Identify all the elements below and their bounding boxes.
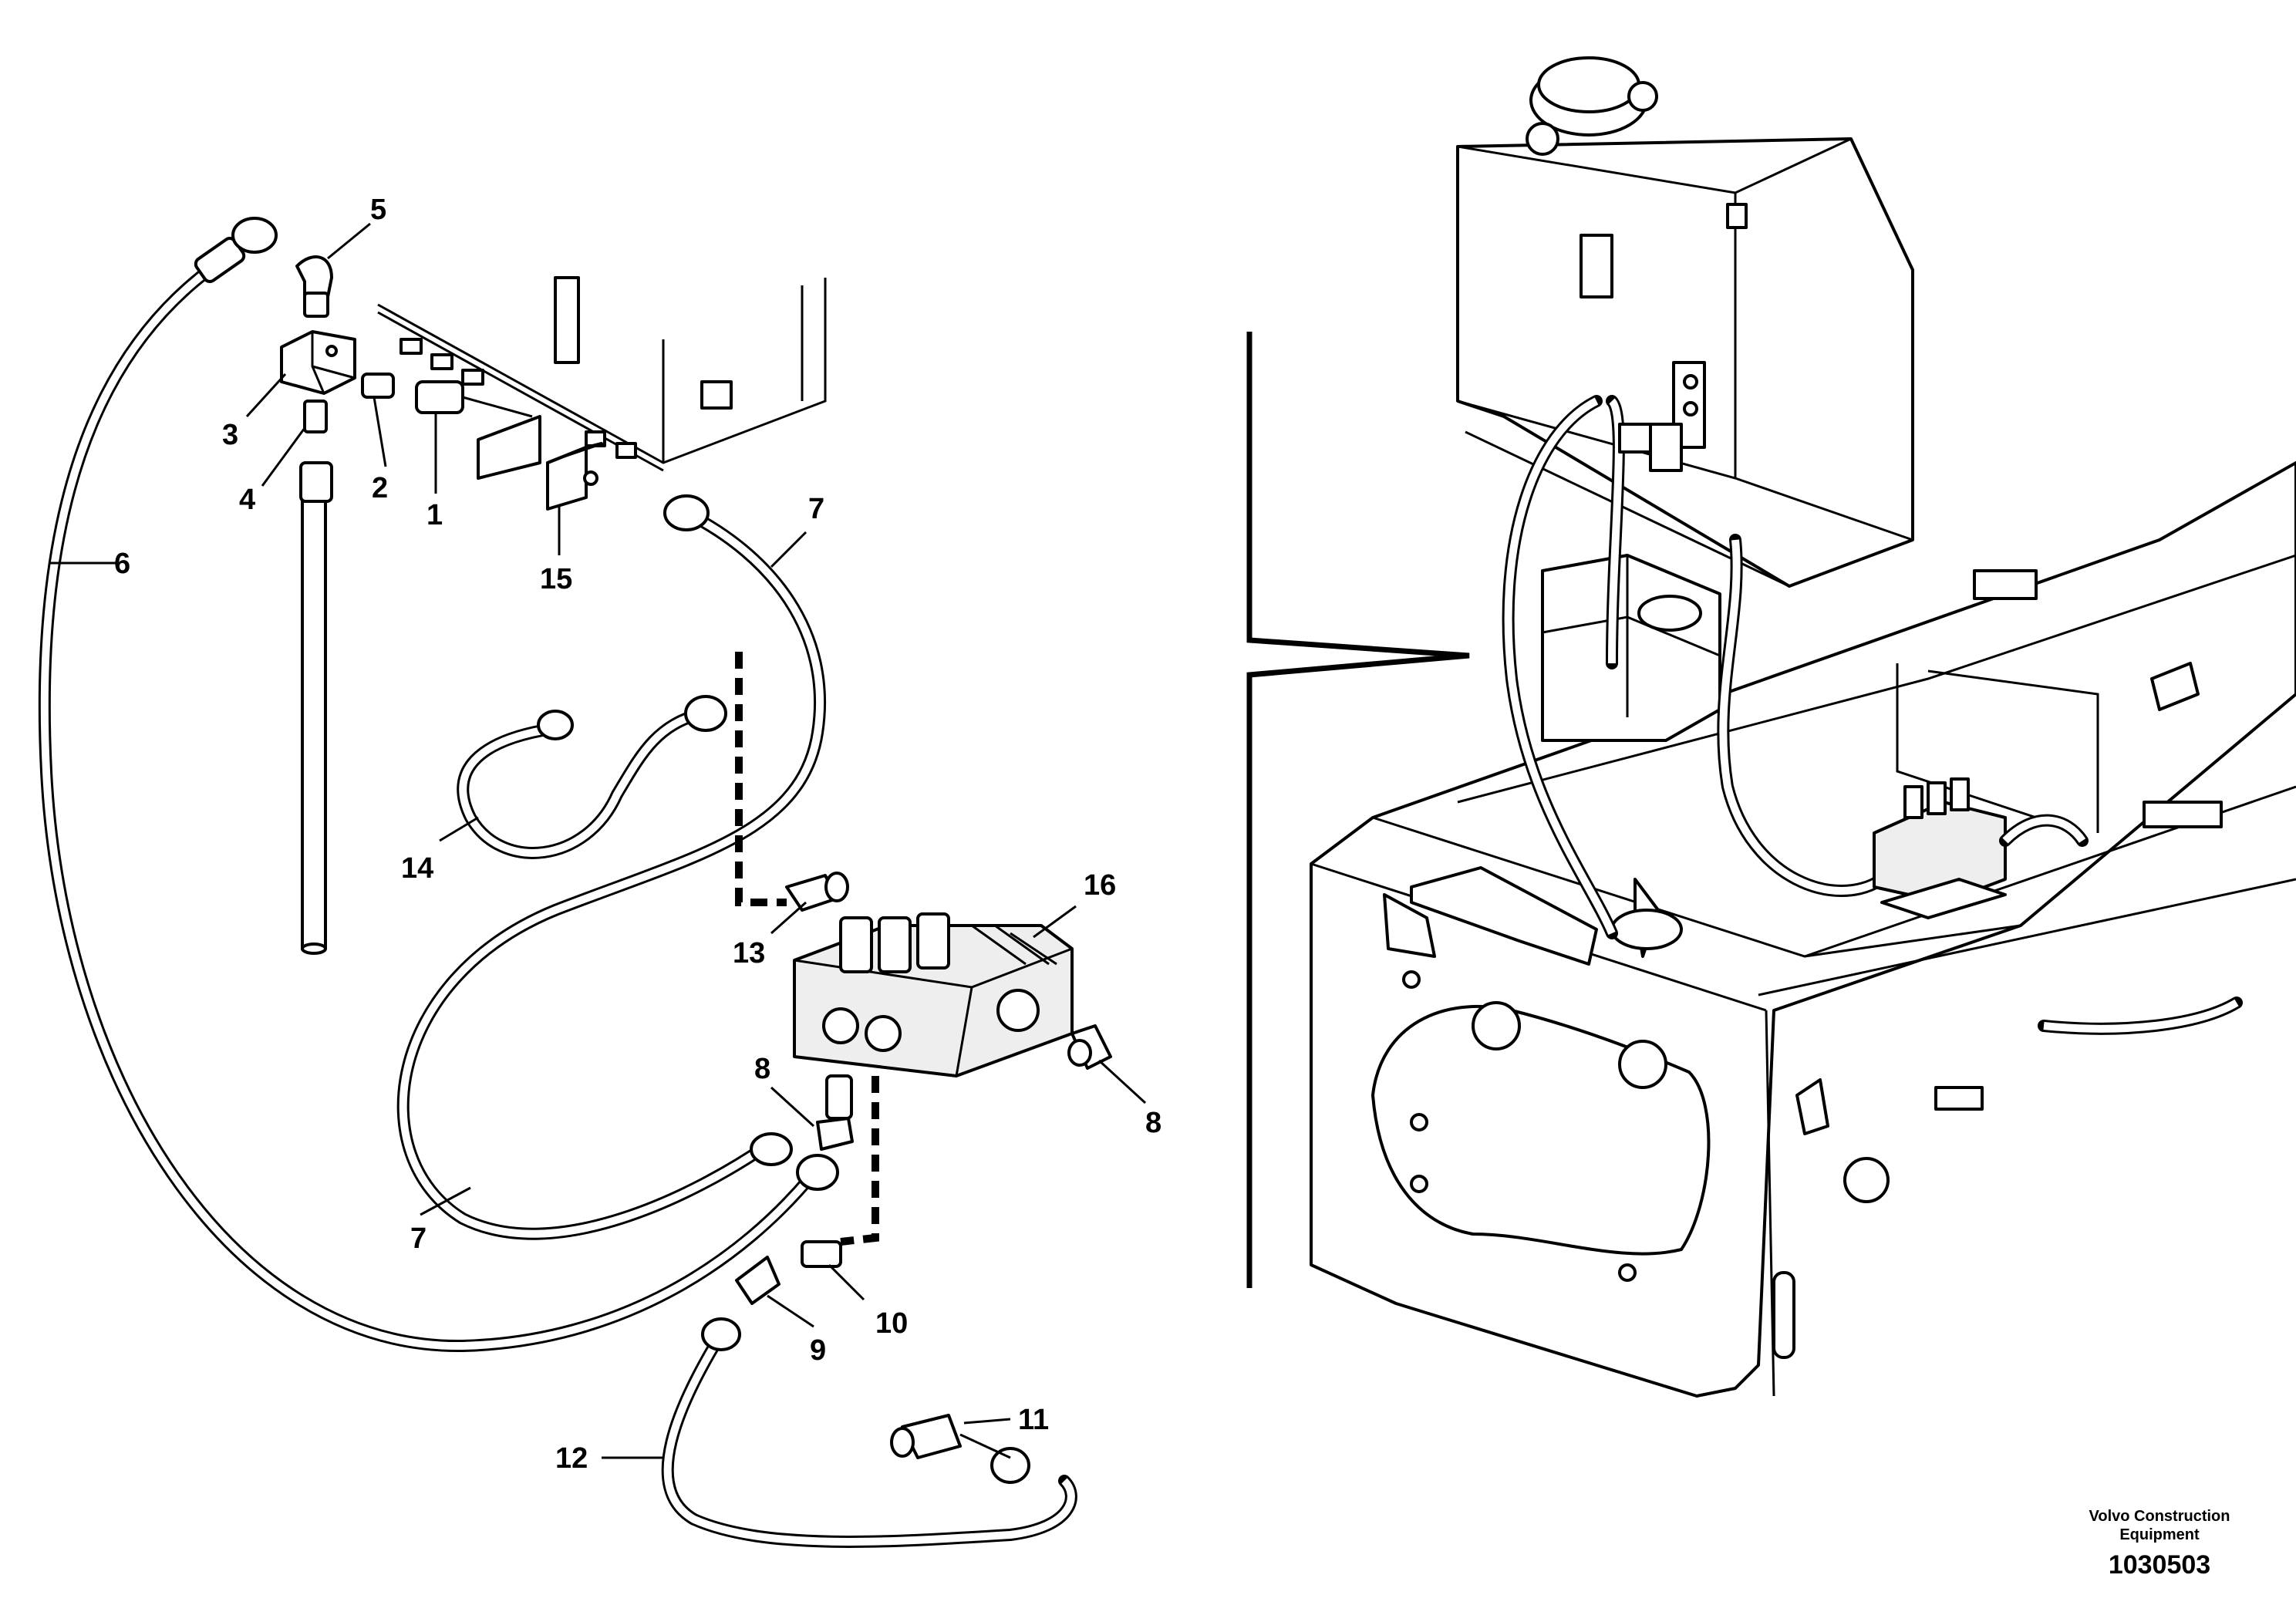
callout-13: 13 bbox=[733, 937, 765, 969]
assembled-valve bbox=[1873, 777, 2089, 919]
dashed-route-13 bbox=[735, 652, 787, 906]
part-2-fitting bbox=[361, 373, 395, 399]
hose-14 bbox=[457, 695, 727, 859]
part-11-elbow bbox=[890, 1414, 1011, 1459]
drawing-footer: Volvo Construction Equipment 1030503 bbox=[2089, 1508, 2230, 1580]
callout-8-left: 8 bbox=[754, 1053, 770, 1085]
callout-3: 3 bbox=[222, 419, 238, 451]
hose-6 bbox=[38, 217, 839, 1353]
callout-8-right: 8 bbox=[1145, 1107, 1161, 1139]
brand-line-1: Volvo Construction bbox=[2089, 1508, 2230, 1525]
callout-14: 14 bbox=[401, 852, 433, 885]
callout-9: 9 bbox=[810, 1334, 826, 1367]
callout-1: 1 bbox=[426, 499, 443, 531]
part-8-elbow-left bbox=[816, 1074, 854, 1151]
brand-line-2: Equipment bbox=[2119, 1526, 2200, 1543]
callout-15: 15 bbox=[540, 563, 572, 595]
assembled-hoses bbox=[1502, 395, 2243, 1035]
hose-12 bbox=[661, 1317, 1077, 1548]
tank-pedestal bbox=[1541, 554, 1721, 742]
hydraulic-tank bbox=[1456, 56, 1914, 588]
assembled-machine-view bbox=[1310, 56, 2296, 1398]
mounting-plate bbox=[1410, 866, 1683, 966]
part-3-tee-block bbox=[280, 330, 356, 395]
leader-lines bbox=[50, 222, 1147, 1459]
callout-5: 5 bbox=[370, 194, 386, 226]
part-5-elbow bbox=[295, 255, 333, 318]
dashed-route-10 bbox=[840, 1076, 879, 1246]
callout-6: 6 bbox=[114, 548, 130, 580]
callout-4: 4 bbox=[239, 484, 255, 516]
callout-2: 2 bbox=[372, 472, 388, 504]
callout-7-bottom: 7 bbox=[410, 1222, 426, 1255]
drawing-number: 1030503 bbox=[2109, 1550, 2210, 1580]
tank-filter-cap bbox=[1526, 56, 1658, 156]
callout-11: 11 bbox=[1018, 1404, 1049, 1436]
tank-fragment bbox=[377, 276, 827, 480]
chassis-frame bbox=[1310, 461, 2296, 1398]
part-10-fitting bbox=[801, 1240, 842, 1268]
exploded-parts-view bbox=[38, 217, 1147, 1548]
bracket bbox=[477, 415, 541, 480]
part-8-elbow-right bbox=[1067, 1024, 1112, 1070]
part-15-block bbox=[546, 442, 603, 511]
part-4-nipple bbox=[299, 400, 333, 955]
callout-10: 10 bbox=[875, 1307, 908, 1340]
view-separator bbox=[1246, 332, 1470, 1288]
hose-7 bbox=[396, 494, 827, 1240]
part-1-fitting bbox=[415, 380, 533, 418]
part-13-elbow bbox=[785, 872, 849, 912]
part-16-valve bbox=[793, 912, 1074, 1077]
callout-12: 12 bbox=[555, 1442, 588, 1475]
part-9-elbow bbox=[735, 1256, 781, 1305]
callout-16: 16 bbox=[1084, 869, 1116, 902]
callout-7-top: 7 bbox=[808, 493, 824, 525]
callout-labels: 5 3 4 2 1 15 6 7 14 13 16 8 8 7 10 9 11 … bbox=[114, 194, 1161, 1475]
